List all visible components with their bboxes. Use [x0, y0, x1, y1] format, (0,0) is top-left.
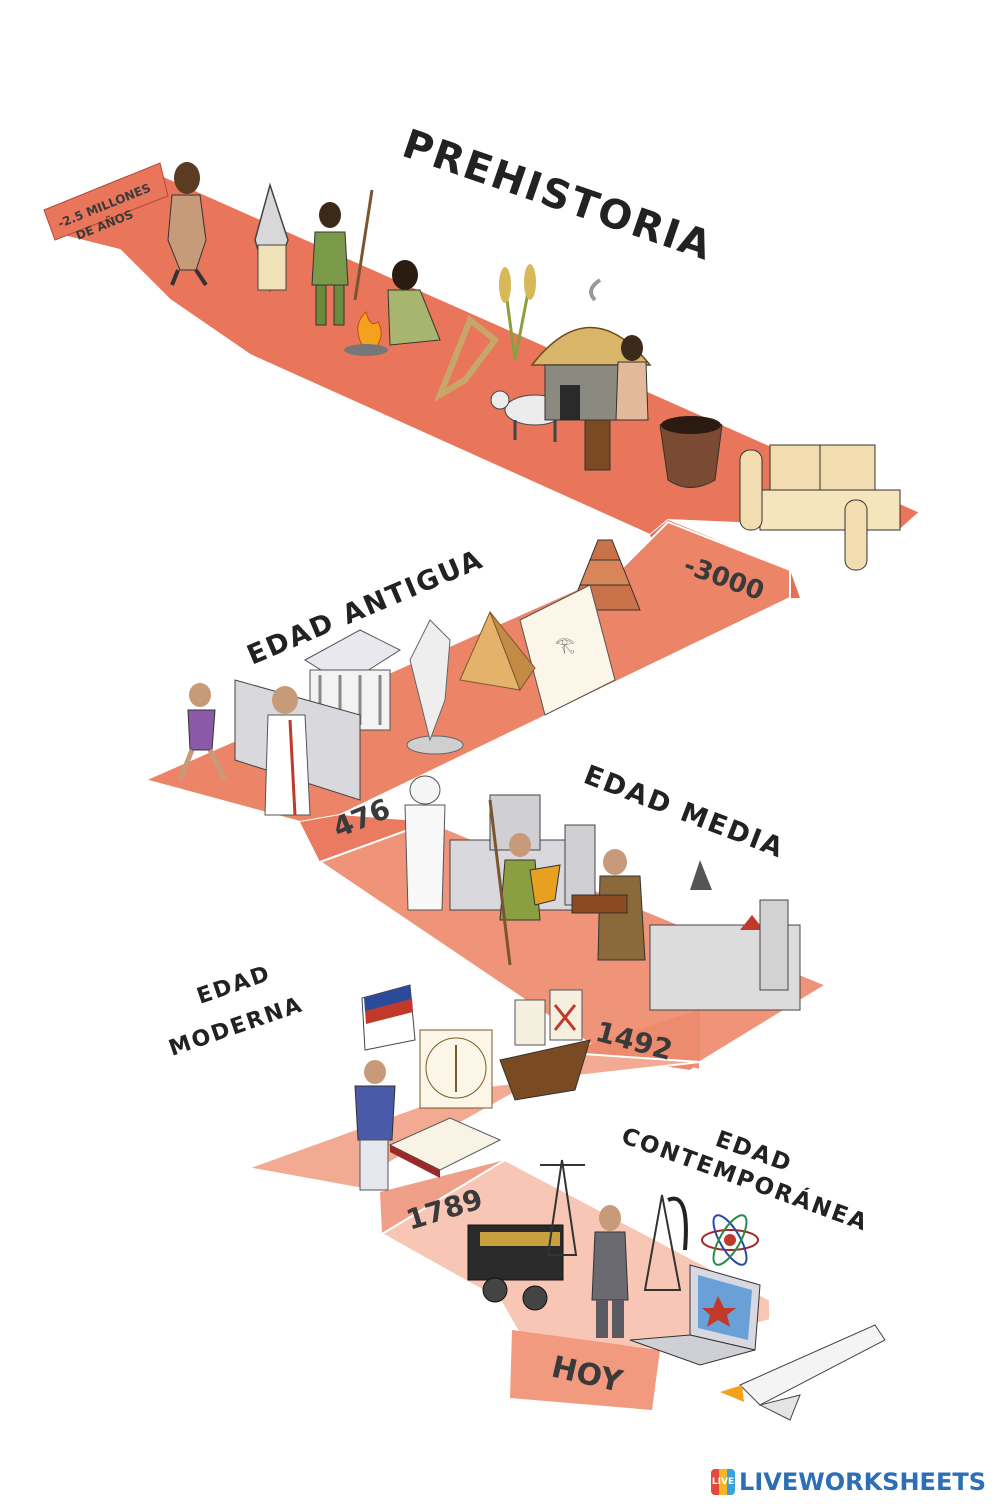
- caravel-icon: [499, 989, 591, 1101]
- date-block-hoy: [510, 1330, 660, 1410]
- liveworksheets-wordmark: LIVEWORKSHEETS: [739, 1468, 986, 1496]
- vitruvian-man-icon: [419, 1029, 493, 1109]
- papyrus-icon: 𓂀: [519, 584, 616, 716]
- smith-icon: [584, 335, 649, 471]
- book-icon: [388, 1117, 502, 1178]
- sitting-woman-icon: [387, 260, 441, 346]
- atom-icon: [701, 1214, 759, 1266]
- laptop-icon: [629, 1264, 761, 1366]
- arab-scholar-icon: [404, 775, 446, 911]
- era-title-moderna-2: MODERNA: [166, 992, 307, 1061]
- plough-icon: [433, 315, 500, 403]
- svg-text:𓂀: 𓂀: [555, 635, 575, 654]
- discobolus-icon: [406, 619, 464, 755]
- walled-village-icon: [739, 444, 901, 571]
- era-title-moderna-1: EDAD: [194, 961, 275, 1010]
- revolutionary-flag-icon: [354, 984, 416, 1191]
- pyramid-icon: [459, 610, 536, 692]
- knight-icon: [488, 799, 561, 966]
- oil-derrick-icon: [643, 1194, 688, 1291]
- senator-icon: [264, 686, 311, 816]
- liveworksheets-badge-icon: LIVE: [711, 1469, 736, 1495]
- flint-tool-icon: [254, 182, 289, 293]
- monk-scribe-icon: [571, 849, 646, 961]
- wheat-icon: [499, 264, 536, 361]
- roman-soldier-icon: [177, 683, 228, 782]
- medieval-city-icon: [649, 860, 801, 1011]
- locomotive-icon: [467, 1224, 564, 1311]
- space-shuttle-icon: [720, 1324, 886, 1421]
- hunter-icon: [311, 189, 374, 326]
- pottery-icon: [659, 416, 723, 488]
- caveman-icon: [167, 162, 208, 287]
- businessman-icon: [591, 1205, 629, 1338]
- start-date-flag: [43, 162, 169, 241]
- era-title-prehistoria: PREHISTORIA: [397, 121, 719, 270]
- era-title-media: EDAD MEDIA: [579, 760, 788, 865]
- liveworksheets-logo: LIVE LIVEWORKSHEETS: [711, 1468, 986, 1496]
- fire-icon: [344, 311, 388, 356]
- pylon-icon: [540, 1159, 585, 1256]
